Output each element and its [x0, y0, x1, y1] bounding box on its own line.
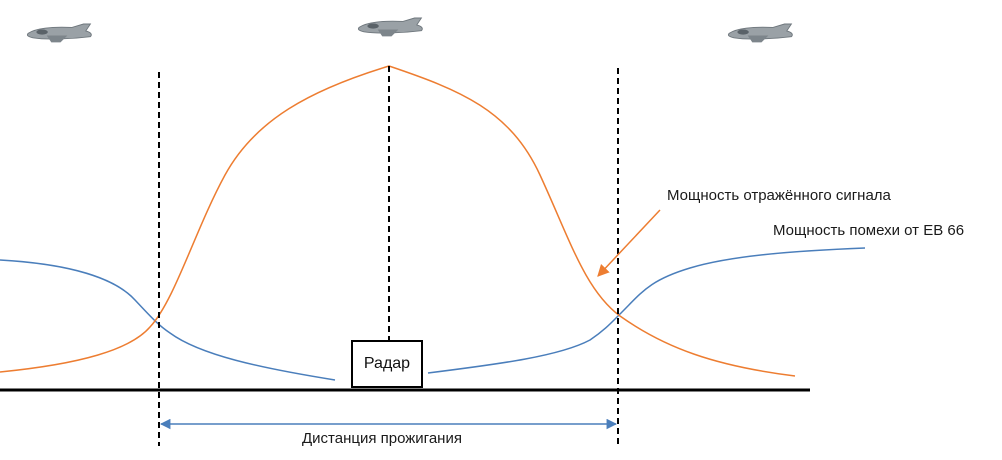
aircraft-icon [357, 17, 423, 37]
aircraft-icon [727, 23, 793, 43]
aircraft-icon [26, 23, 92, 43]
jamming-power-curve-right [427, 247, 866, 374]
jamming-power-label: Мощность помехи от EB 66 [773, 222, 965, 239]
radar-label: Радар [363, 355, 411, 372]
radar-box: Радар [351, 340, 423, 388]
jamming-power-curve-left [0, 259, 336, 381]
reflected-signal-curve [0, 65, 796, 377]
reflected-signal-label: Мощность отражённого сигнала [667, 187, 891, 204]
reflected-signal-pointer [597, 209, 661, 277]
burn-through-distance-label: Дистанция прожигания [302, 430, 462, 447]
